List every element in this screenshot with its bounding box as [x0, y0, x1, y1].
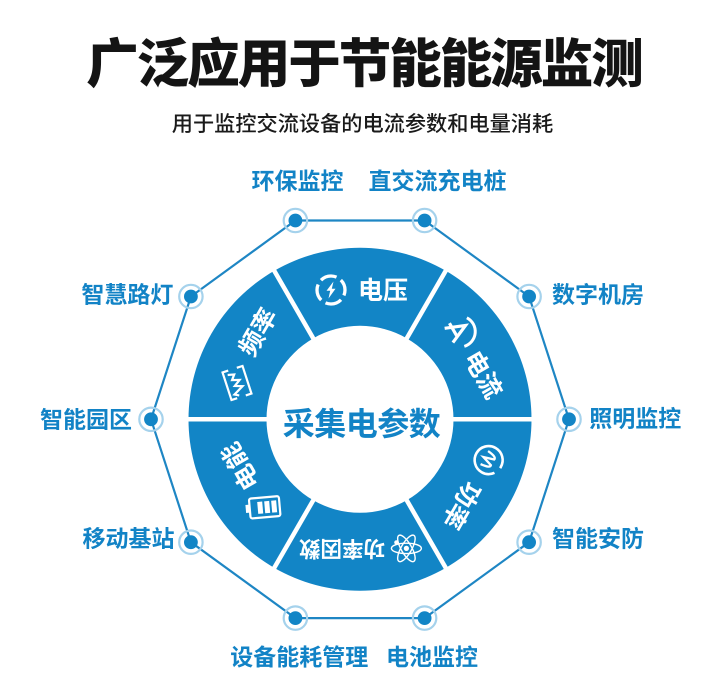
svg-text:智慧路灯: 智慧路灯: [81, 282, 173, 308]
svg-text:设备能耗管理: 设备能耗管理: [230, 644, 368, 670]
svg-text:移动基站: 移动基站: [83, 526, 175, 552]
svg-text:电池监控: 电池监控: [386, 644, 478, 670]
svg-text:电压: 电压: [358, 277, 408, 305]
svg-text:采集电参数: 采集电参数: [283, 406, 441, 442]
svg-text:直交流充电桩: 直交流充电桩: [369, 168, 507, 194]
svg-text:环保监控: 环保监控: [252, 168, 344, 194]
svg-text:数字机房: 数字机房: [552, 282, 644, 308]
svg-text:功率因数: 功率因数: [298, 536, 385, 560]
svg-text:智能安防: 智能安防: [552, 526, 644, 552]
svg-text:智能园区: 智能园区: [40, 407, 132, 433]
svg-text:照明监控: 照明监控: [589, 406, 681, 432]
